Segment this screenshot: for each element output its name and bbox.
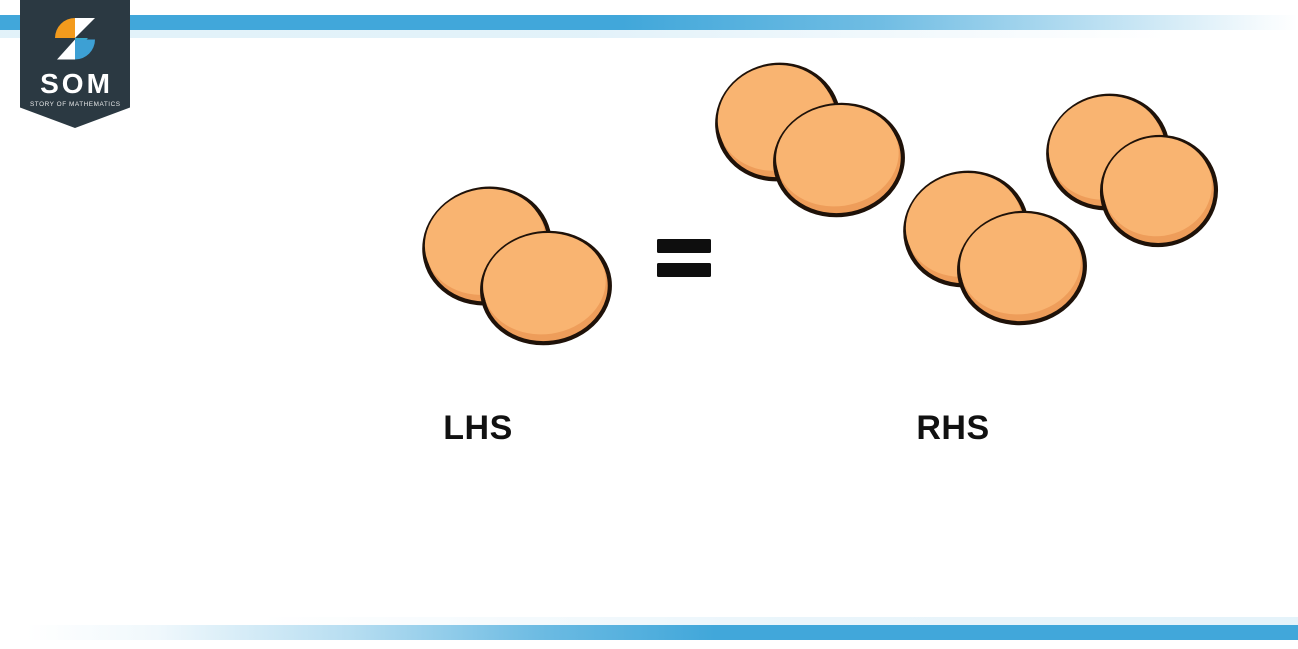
bottom-accent-bar — [0, 625, 1298, 640]
bottom-accent-bar-fade — [0, 617, 1298, 625]
egg — [773, 102, 905, 218]
equals-top-bar — [657, 239, 711, 253]
egg — [1099, 134, 1219, 248]
top-accent-bar — [0, 15, 1298, 30]
rhs-label: RHS — [916, 409, 990, 447]
top-accent-bar-fade — [0, 30, 1298, 38]
lhs-label: LHS — [443, 409, 513, 447]
egg — [957, 210, 1087, 326]
logo-acronym: SOM — [40, 68, 113, 99]
egg — [480, 230, 612, 346]
equals-sign — [657, 239, 711, 277]
logo-tagline: STORY OF MATHEMATICS — [29, 101, 121, 108]
equals-bottom-bar — [657, 263, 711, 277]
som-logo-icon — [55, 18, 95, 60]
som-logo-banner: SOM STORY OF MATHEMATICS — [20, 0, 130, 128]
